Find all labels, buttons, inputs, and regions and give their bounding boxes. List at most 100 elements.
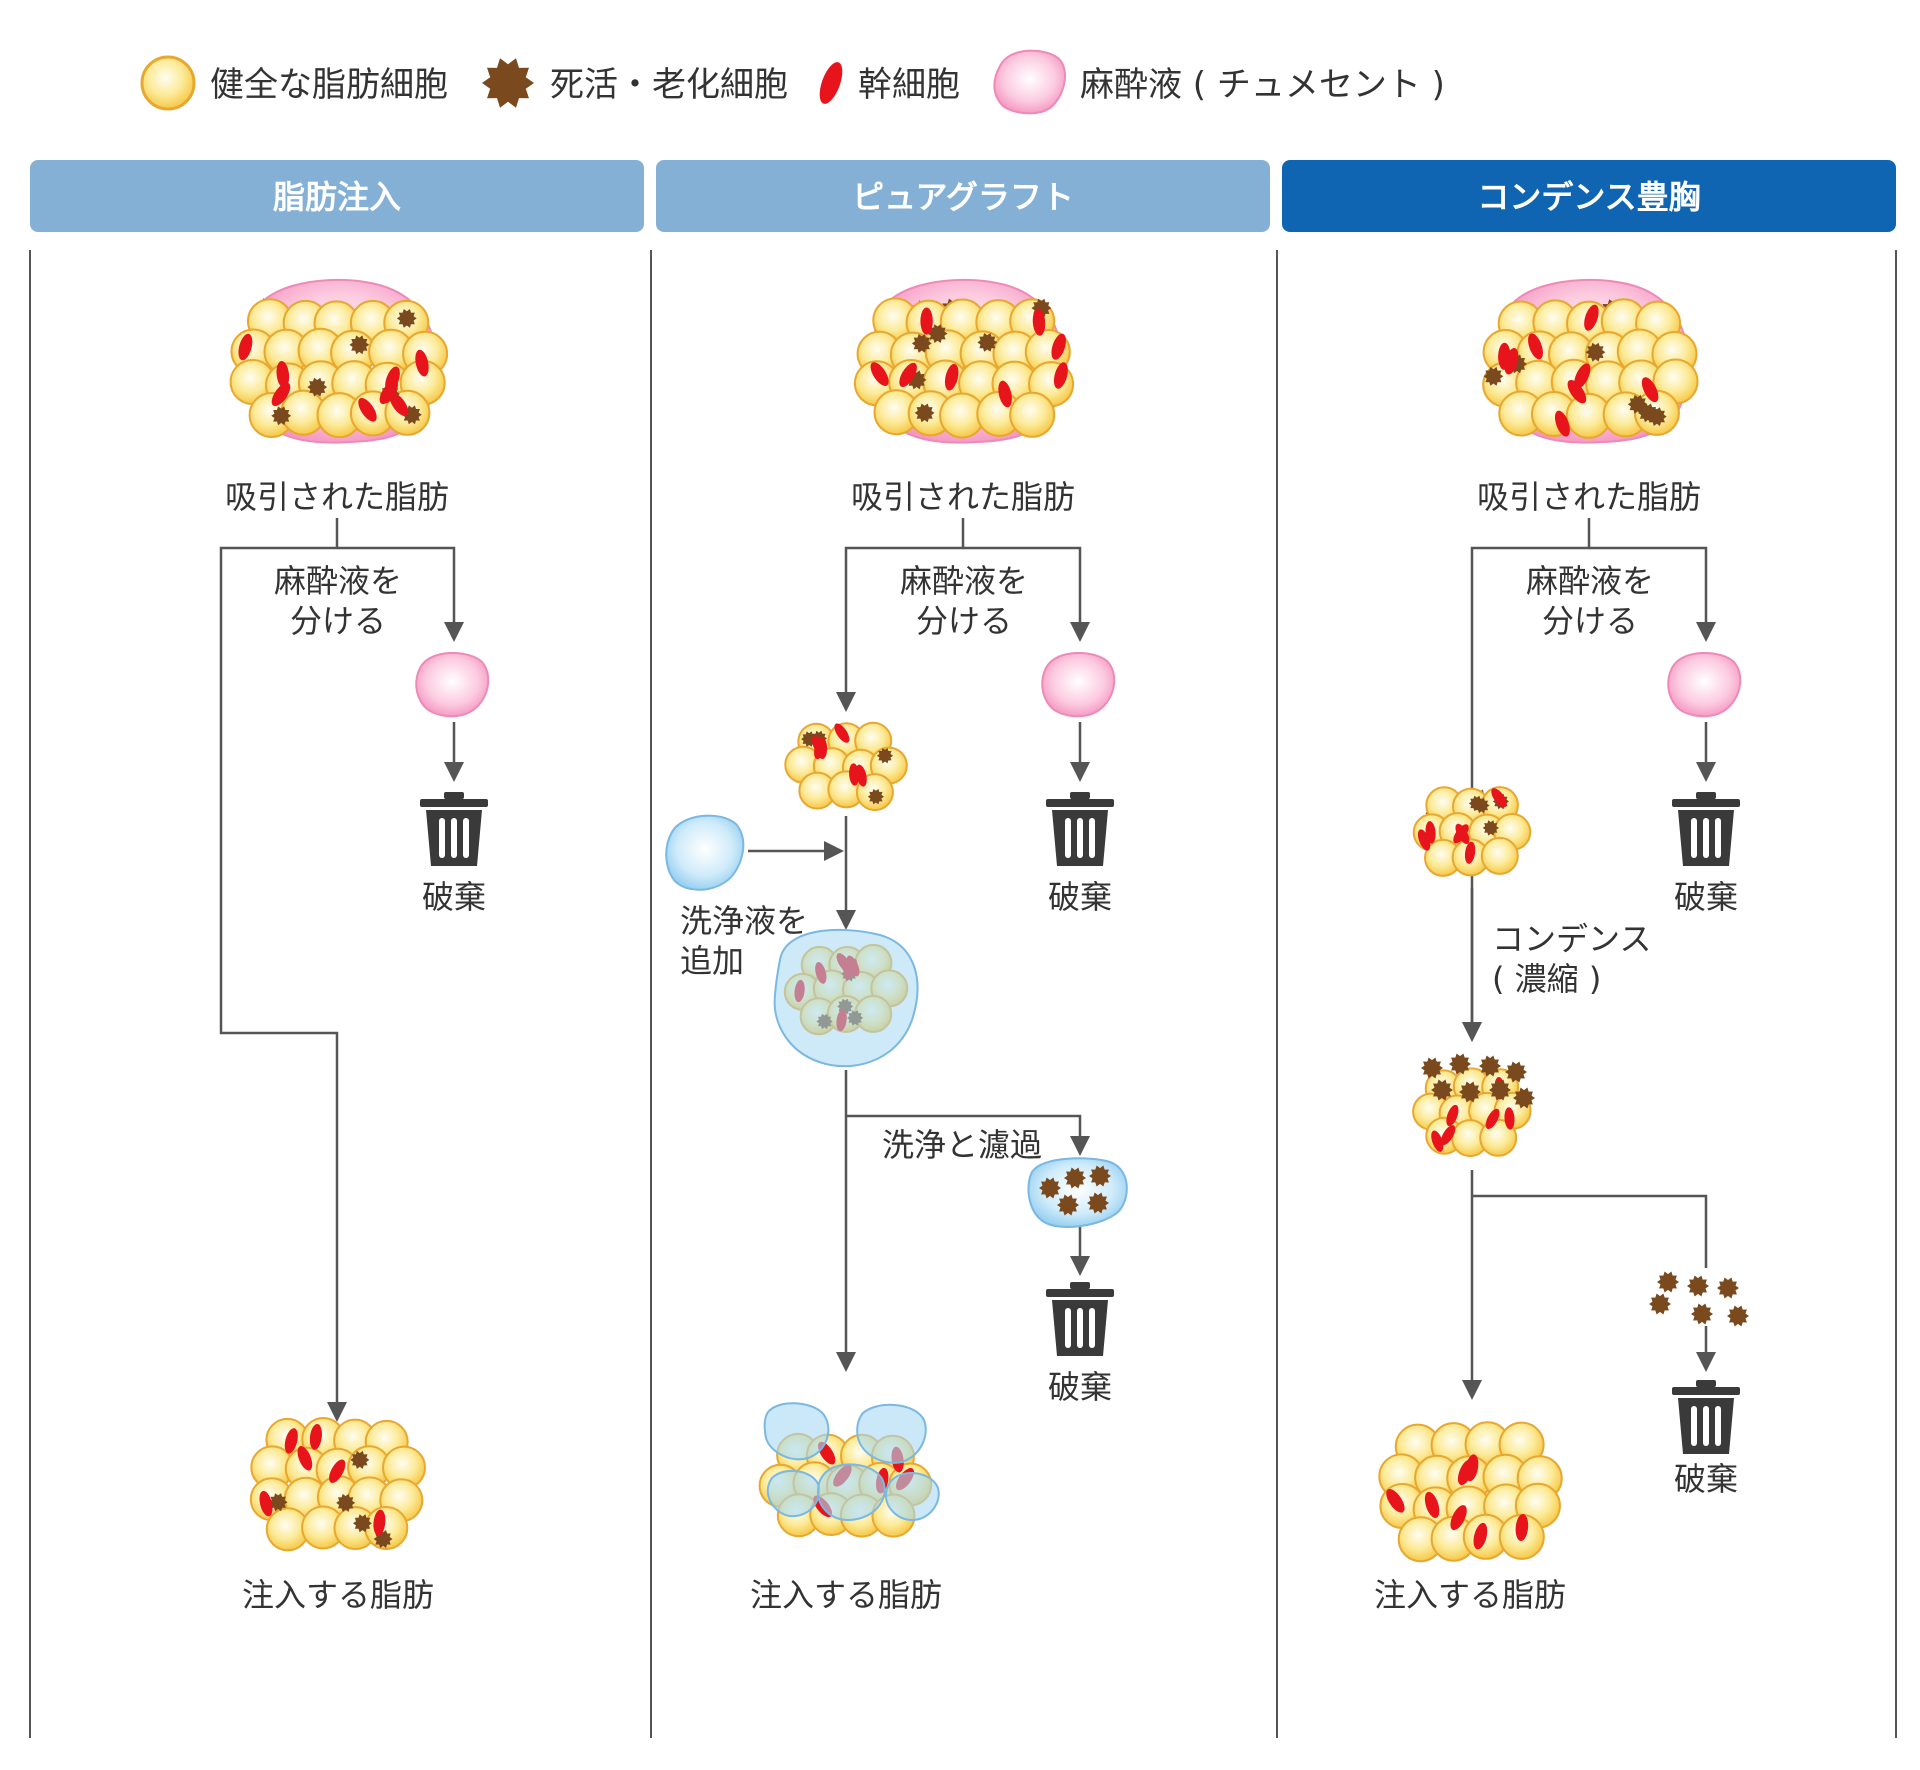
fat-cell [1480, 836, 1519, 875]
dead-cell [1039, 1177, 1061, 1199]
labels: 吸引された脂肪 麻酔液を 分ける 破棄 注入する脂肪 吸引された脂肪 麻酔液を … [225, 478, 1738, 1614]
stem-cell [1450, 1505, 1467, 1531]
dead-cell [1421, 1057, 1443, 1079]
stem-cell [1424, 1491, 1440, 1518]
dead-cell [1513, 1087, 1535, 1109]
stem-cell [920, 307, 933, 335]
dead-cell [1482, 820, 1499, 836]
stem-cell [817, 736, 828, 760]
legend-item-anesthetic: 麻酔液 ( チュメセント ) [993, 49, 1445, 115]
column-title-puregraft: ピュアグラフト [852, 178, 1074, 216]
label-separate-col2-line2: 分ける [916, 602, 1012, 640]
anesthetic-fluid-col1 [415, 651, 490, 718]
anesthetic-fluid-col2 [1041, 651, 1116, 718]
stem-cell [1464, 841, 1476, 864]
stem-cell [1504, 1107, 1515, 1130]
dead-cell [1646, 407, 1667, 426]
label-discard-col3: 破棄 [1674, 878, 1738, 916]
label-add-wash-line1: 洗浄液を [680, 902, 808, 940]
label-wash-filter: 洗浄と濾過 [882, 1126, 1042, 1164]
dead-cell [1449, 1053, 1471, 1075]
trash-icon [1672, 1380, 1740, 1454]
purified-fat-col2 [758, 1402, 940, 1538]
stem-cell [276, 360, 290, 389]
legend-label-stem-cell: 幹細胞 [858, 65, 960, 105]
stem-cell [1485, 1108, 1500, 1130]
removed-dead-cells-col3 [1649, 1271, 1749, 1327]
washed-fat-col2 [773, 928, 919, 1068]
dead-aged-cell-icon [482, 58, 534, 108]
stem-cell [309, 1423, 322, 1450]
label-injected-col3: 注入する脂肪 [1374, 1576, 1566, 1614]
label-separate-col2-line1: 麻酔液を [900, 562, 1028, 600]
label-discard2-col2: 破棄 [1048, 1368, 1112, 1406]
dead-cell [307, 377, 328, 397]
label-separate-col3-line2: 分ける [1542, 602, 1638, 640]
dead-cell [353, 1514, 372, 1533]
label-separate-col1-line1: 麻酔液を [274, 562, 402, 600]
column-header-puregraft: ピュアグラフト [656, 160, 1270, 232]
column-header-condense: コンデンス豊胸 [1282, 160, 1896, 232]
stem-cell [1567, 380, 1587, 404]
stem-cell [998, 380, 1012, 408]
injected-fat-col3 [1378, 1421, 1563, 1563]
trash-icon [1672, 792, 1740, 866]
dead-cell [1727, 1305, 1749, 1327]
legend-label-dead-cell: 死活・老化細胞 [550, 65, 788, 105]
stem-cell [855, 764, 867, 787]
legend-label-healthy-fat-cell: 健全な脂肪細胞 [210, 65, 448, 105]
legend-item-stem-cell: 幹細胞 [819, 62, 960, 105]
aspirated-fat-col2 [853, 279, 1075, 444]
label-aspirated-col2: 吸引された脂肪 [851, 478, 1075, 516]
dead-cell [927, 324, 948, 343]
dead-cell [1087, 1192, 1109, 1214]
dead-cell [482, 58, 534, 108]
stem-cell [899, 362, 917, 387]
dead-cell [1064, 1167, 1086, 1189]
stem-cell [1641, 377, 1659, 403]
stem-cell-icon [819, 62, 843, 104]
dead-cell [1459, 1081, 1481, 1103]
dead-cell [336, 1493, 356, 1512]
dead-cell [1687, 1275, 1709, 1297]
dead-cell [350, 1450, 370, 1469]
trash-icon [420, 792, 488, 866]
filtrate-col2 [1027, 1157, 1128, 1228]
stem-cell [834, 723, 850, 743]
stem-cell [259, 1490, 273, 1517]
label-condense-line1: コンデンス [1492, 920, 1651, 958]
stem-cell [1453, 824, 1469, 844]
legend-item-healthy-fat-cell: 健全な脂肪細胞 [140, 55, 448, 111]
separated-fat-col3 [1412, 786, 1532, 877]
stem-cell [415, 349, 429, 377]
stem-cell [1574, 363, 1591, 389]
dead-cell [914, 403, 935, 423]
stem-cell [870, 362, 889, 386]
dead-cell [1505, 1061, 1527, 1083]
stem-cell [1473, 1522, 1488, 1550]
anesthetic-fluid-col3 [1667, 651, 1742, 718]
dead-cell [396, 309, 417, 328]
separated-fat-col2 [784, 721, 908, 812]
stem-cell [1446, 1104, 1459, 1127]
stem-cell [1425, 821, 1436, 844]
dead-cell [1691, 1303, 1713, 1325]
label-add-wash-line2: 追加 [680, 942, 744, 980]
dead-cell [867, 789, 884, 805]
stem-cell [1584, 304, 1599, 331]
label-separate-col1-line2: 分ける [290, 602, 386, 640]
dead-cell [271, 406, 292, 426]
stem-cell [849, 763, 860, 786]
stem-cell [1554, 410, 1570, 437]
dead-cell [349, 335, 370, 355]
column-title-condense: コンデンス豊胸 [1477, 178, 1700, 216]
label-aspirated-col1: 吸引された脂肪 [225, 478, 449, 516]
stem-cell [1032, 308, 1046, 336]
label-discard2-col3: 破棄 [1674, 1460, 1738, 1498]
label-separate-col3-line1: 麻酔液を [1526, 562, 1654, 600]
stem-cell [1457, 1459, 1474, 1486]
trash-icon [1046, 1282, 1114, 1356]
label-discard-col2: 破棄 [1048, 878, 1112, 916]
stem-cell [389, 392, 409, 417]
label-injected-col1: 注入する脂肪 [242, 1576, 434, 1614]
